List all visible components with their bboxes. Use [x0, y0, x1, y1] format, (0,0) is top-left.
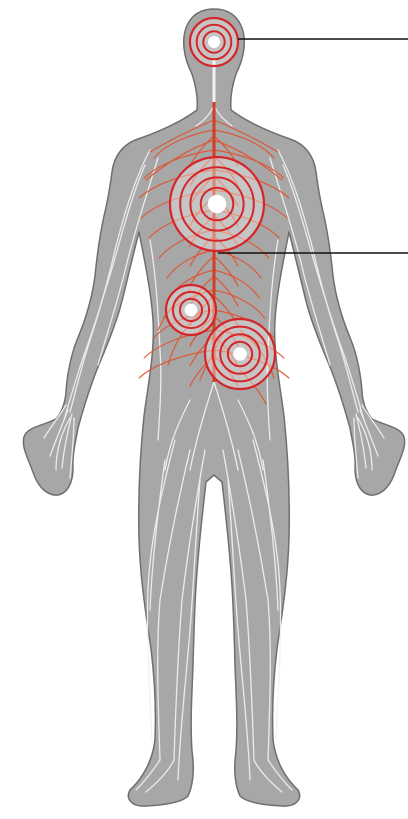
hotspot-core — [208, 36, 220, 48]
hotspot-core — [233, 347, 247, 361]
hotspot-core — [185, 304, 198, 317]
right-abdomen-hotspot — [205, 319, 275, 389]
upper-spine-hotspot — [170, 157, 264, 251]
left-abdomen-hotspot — [166, 285, 216, 335]
hotspot-core — [208, 195, 226, 213]
brain-hotspot — [190, 18, 238, 66]
